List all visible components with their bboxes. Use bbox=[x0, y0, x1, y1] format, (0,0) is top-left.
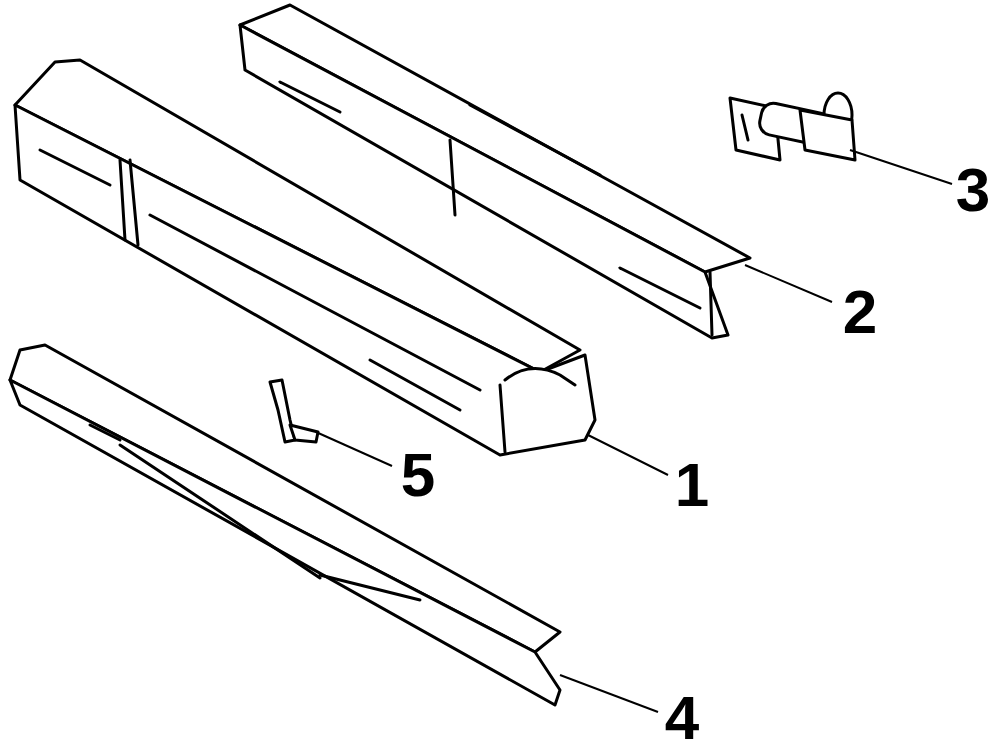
leader-lines bbox=[316, 150, 952, 712]
callout-number: 2 bbox=[843, 281, 877, 343]
mounting-bracket bbox=[270, 380, 318, 442]
callout-number: 4 bbox=[665, 687, 699, 749]
energy-absorber bbox=[730, 93, 855, 160]
callout-number: 1 bbox=[675, 454, 709, 516]
lower-valance bbox=[10, 345, 560, 705]
callout-number: 3 bbox=[956, 159, 990, 221]
callout-number: 5 bbox=[401, 444, 435, 506]
